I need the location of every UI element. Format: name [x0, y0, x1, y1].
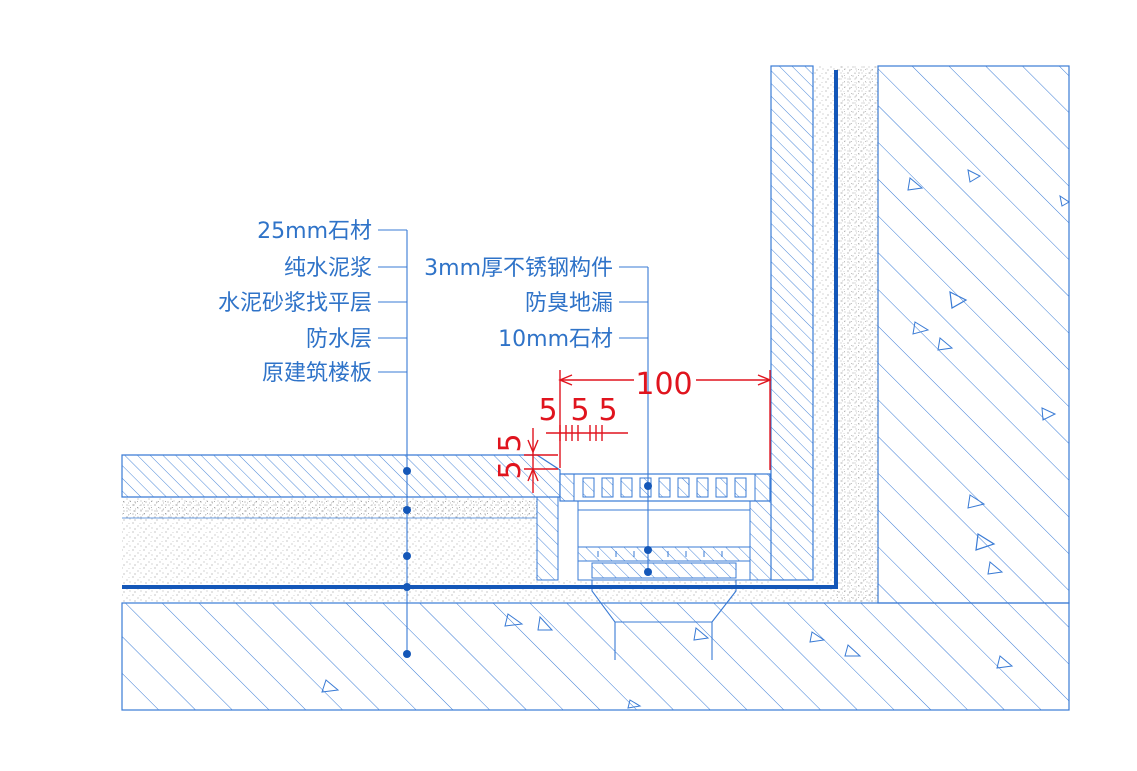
dimension-horizontal-small [546, 425, 628, 441]
floor-screed-layer [122, 497, 878, 603]
label-stainless-part: 3mm厚不锈钢构件 [424, 256, 613, 281]
floor-drain [536, 473, 772, 660]
label-cement-paste: 纯水泥浆 [284, 256, 372, 281]
label-stone-25mm: 25mm石材 [257, 219, 372, 244]
label-original-slab: 原建筑楼板 [262, 361, 372, 386]
right-leader-dots [644, 482, 652, 576]
right-leader-lines [619, 266, 649, 572]
label-waterproof-layer: 防水层 [306, 327, 372, 352]
label-odor-proof-drain: 防臭地漏 [525, 291, 613, 316]
dimension-5-vertical-b: 5 [493, 460, 528, 479]
grate-bars [582, 477, 747, 498]
dimension-5-b: 5 [570, 393, 589, 428]
dimension-5-c: 5 [598, 393, 617, 428]
waterproof-membrane [122, 70, 838, 589]
structural-wall [877, 65, 1070, 604]
label-stone-10mm: 10mm石材 [498, 327, 613, 352]
left-labels: 25mm石材 纯水泥浆 水泥砂浆找平层 防水层 原建筑楼板 [218, 219, 372, 386]
wall-mortar-layer [813, 66, 878, 603]
dimension-100-text: 100 [635, 367, 692, 402]
dimension-5-a: 5 [538, 393, 557, 428]
dimension-vertical-small [524, 428, 558, 493]
label-leveling-mortar: 水泥砂浆找平层 [218, 291, 372, 316]
floor-slab [121, 602, 1070, 711]
wall-stone [770, 65, 814, 581]
dimension-5-vertical-a: 5 [493, 433, 528, 452]
left-leader-dots [403, 467, 411, 658]
dimension-100 [558, 370, 772, 470]
right-labels: 3mm厚不锈钢构件 防臭地漏 10mm石材 [424, 256, 613, 352]
